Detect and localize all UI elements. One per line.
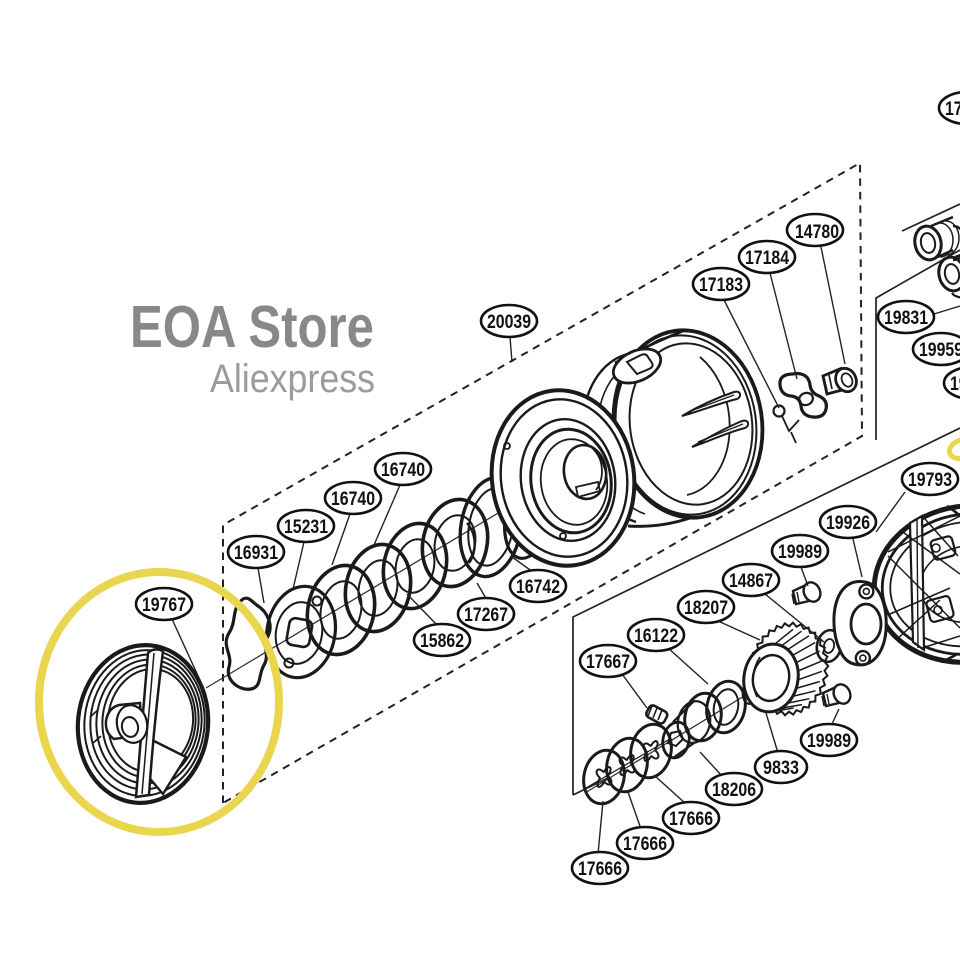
svg-text:15231: 15231 — [284, 517, 328, 538]
svg-text:16740: 16740 — [331, 489, 375, 510]
svg-text:17666: 17666 — [623, 834, 667, 855]
svg-text:17666: 17666 — [669, 809, 713, 830]
svg-text:17184: 17184 — [745, 248, 789, 269]
svg-text:20039: 20039 — [487, 312, 531, 333]
svg-text:17667: 17667 — [586, 652, 630, 673]
svg-text:19959: 19959 — [919, 340, 960, 361]
svg-text:9833: 9833 — [763, 758, 799, 779]
svg-text:14867: 14867 — [729, 571, 773, 592]
svg-text:19767: 19767 — [142, 595, 186, 616]
svg-text:19959: 19959 — [950, 374, 960, 395]
svg-text:19926: 19926 — [826, 513, 870, 534]
svg-text:16740: 16740 — [381, 460, 425, 481]
svg-text:17184: 17184 — [945, 99, 960, 120]
svg-text:EOA Store: EOA Store — [130, 294, 374, 360]
svg-text:19831: 19831 — [884, 308, 928, 329]
svg-text:19793: 19793 — [908, 470, 952, 491]
svg-text:Aliexpress: Aliexpress — [210, 357, 375, 401]
svg-text:19989: 19989 — [807, 731, 851, 752]
svg-text:17267: 17267 — [464, 605, 508, 626]
svg-text:17183: 17183 — [699, 275, 743, 296]
svg-text:16742: 16742 — [516, 577, 560, 598]
svg-text:17666: 17666 — [578, 859, 622, 880]
svg-text:18207: 18207 — [684, 598, 728, 619]
svg-text:19989: 19989 — [778, 542, 822, 563]
svg-text:18206: 18206 — [712, 780, 756, 801]
svg-text:16931: 16931 — [234, 543, 278, 564]
svg-text:14780: 14780 — [795, 222, 839, 243]
svg-text:16122: 16122 — [634, 626, 678, 647]
svg-text:15862: 15862 — [420, 631, 464, 652]
